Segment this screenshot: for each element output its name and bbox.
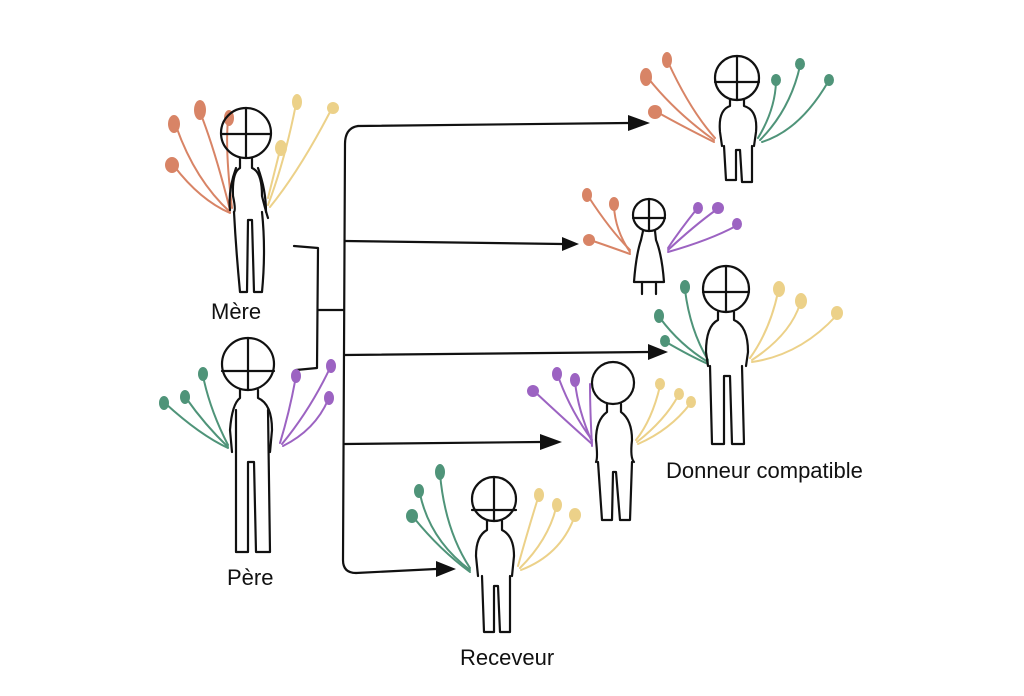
mother-figure bbox=[165, 94, 339, 294]
compatible-donor-label: Donneur compatible bbox=[666, 458, 863, 483]
child-1-figure bbox=[640, 52, 834, 184]
recipient-body bbox=[470, 475, 518, 634]
compatible-donor-figure bbox=[654, 264, 843, 446]
child-1-left-alleles bbox=[640, 52, 716, 143]
father-right-alleles bbox=[279, 359, 336, 447]
child-2-right-alleles bbox=[667, 202, 742, 253]
child-2-left-alleles bbox=[582, 188, 631, 255]
mother-label: Mère bbox=[211, 299, 262, 324]
child-2-body bbox=[631, 197, 667, 296]
child-4-body bbox=[590, 360, 636, 522]
compatible-donor-right-alleles bbox=[749, 281, 843, 363]
child-1-right-alleles bbox=[757, 58, 834, 143]
child-4-figure bbox=[527, 360, 696, 522]
recipient-label: Receveur bbox=[460, 645, 555, 670]
child-4-left-alleles bbox=[527, 367, 593, 447]
offspring-trunk bbox=[341, 124, 360, 575]
father-left-alleles bbox=[159, 367, 229, 449]
mother-body bbox=[219, 106, 273, 294]
recipient-right-alleles bbox=[517, 488, 581, 571]
arrow-to-child-2 bbox=[343, 237, 579, 251]
recipient-figure bbox=[406, 464, 581, 634]
recipient-left-alleles bbox=[406, 464, 471, 573]
father-label: Père bbox=[227, 565, 274, 590]
compatible-donor-body bbox=[701, 264, 751, 446]
arrow-to-child-1 bbox=[356, 115, 650, 131]
child-2-figure bbox=[582, 188, 742, 296]
mother-right-alleles bbox=[267, 94, 339, 208]
compatible-donor-left-alleles bbox=[654, 280, 709, 365]
arrow-to-child-4 bbox=[343, 434, 562, 450]
father-figure bbox=[159, 336, 336, 554]
parent-bracket bbox=[292, 244, 346, 372]
child-4-right-alleles bbox=[635, 378, 696, 445]
father-body bbox=[220, 336, 276, 554]
child-1-body bbox=[713, 54, 761, 184]
arrow-to-recipient bbox=[354, 561, 456, 577]
arrow-to-compatible-donor bbox=[343, 344, 668, 360]
mother-left-alleles bbox=[165, 100, 234, 214]
